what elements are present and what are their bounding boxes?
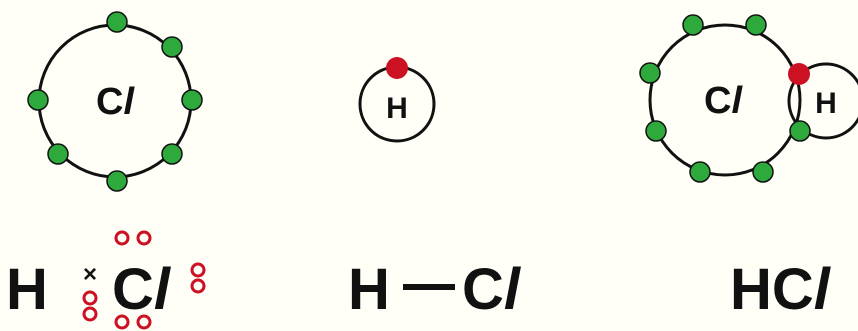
valence-electron bbox=[181, 89, 203, 111]
valence-electron bbox=[752, 161, 774, 183]
lewis-h-symbol: H bbox=[6, 257, 48, 322]
valence-electron bbox=[639, 62, 661, 84]
valence-electron bbox=[47, 143, 69, 165]
molecular-formula: HCl bbox=[730, 257, 832, 322]
valence-electron bbox=[161, 36, 183, 58]
molecule-chlorine-electrons bbox=[639, 14, 811, 183]
molecule-chlorine-shell bbox=[648, 23, 802, 177]
chlorine-valence-electrons bbox=[27, 11, 203, 192]
molecular-formula-text: HCl bbox=[730, 257, 832, 322]
lewis-electron-dot bbox=[114, 314, 130, 330]
valence-electron bbox=[27, 89, 49, 111]
valence-electron bbox=[106, 11, 128, 33]
lewis-electron-dot bbox=[136, 230, 152, 246]
hydrogen-electron-cross: × bbox=[83, 261, 97, 288]
lewis-electron-dot bbox=[190, 278, 206, 294]
chlorine-atom: Cl bbox=[27, 11, 203, 192]
valence-electron bbox=[161, 143, 183, 165]
valence-electron bbox=[745, 14, 767, 36]
lewis-electron-dot bbox=[82, 306, 98, 322]
chlorine-symbol: Cl bbox=[96, 81, 135, 123]
structural-formula: H Cl bbox=[348, 257, 522, 322]
molecule-hydrogen-symbol: H bbox=[815, 87, 837, 120]
lewis-chlorine-symbol: Cl bbox=[112, 257, 172, 322]
shared-hydrogen-electron bbox=[788, 63, 810, 85]
hydrogen-atom: H bbox=[358, 57, 436, 143]
lewis-electron-dot bbox=[82, 290, 98, 306]
valence-electron bbox=[682, 14, 704, 36]
lewis-electron-dots bbox=[82, 230, 206, 330]
valence-electron bbox=[689, 161, 711, 183]
hydrogen-symbol: H bbox=[386, 92, 408, 125]
hydrogen-electron bbox=[386, 57, 408, 79]
structural-h-symbol: H bbox=[348, 257, 390, 322]
molecule-hydrogen-shell bbox=[787, 62, 858, 140]
valence-electron bbox=[645, 120, 667, 142]
valence-electron bbox=[106, 170, 128, 192]
lewis-formula: H × Cl bbox=[6, 230, 206, 330]
lewis-electron-dot bbox=[136, 314, 152, 330]
single-bond-line bbox=[403, 284, 455, 290]
hcl-molecule: Cl H bbox=[639, 14, 858, 183]
lewis-electron-dot bbox=[114, 230, 130, 246]
valence-electron bbox=[789, 120, 811, 142]
molecule-chlorine-symbol: Cl bbox=[704, 80, 743, 122]
structural-chlorine-symbol: Cl bbox=[462, 257, 522, 322]
lewis-electron-dot bbox=[190, 262, 206, 278]
